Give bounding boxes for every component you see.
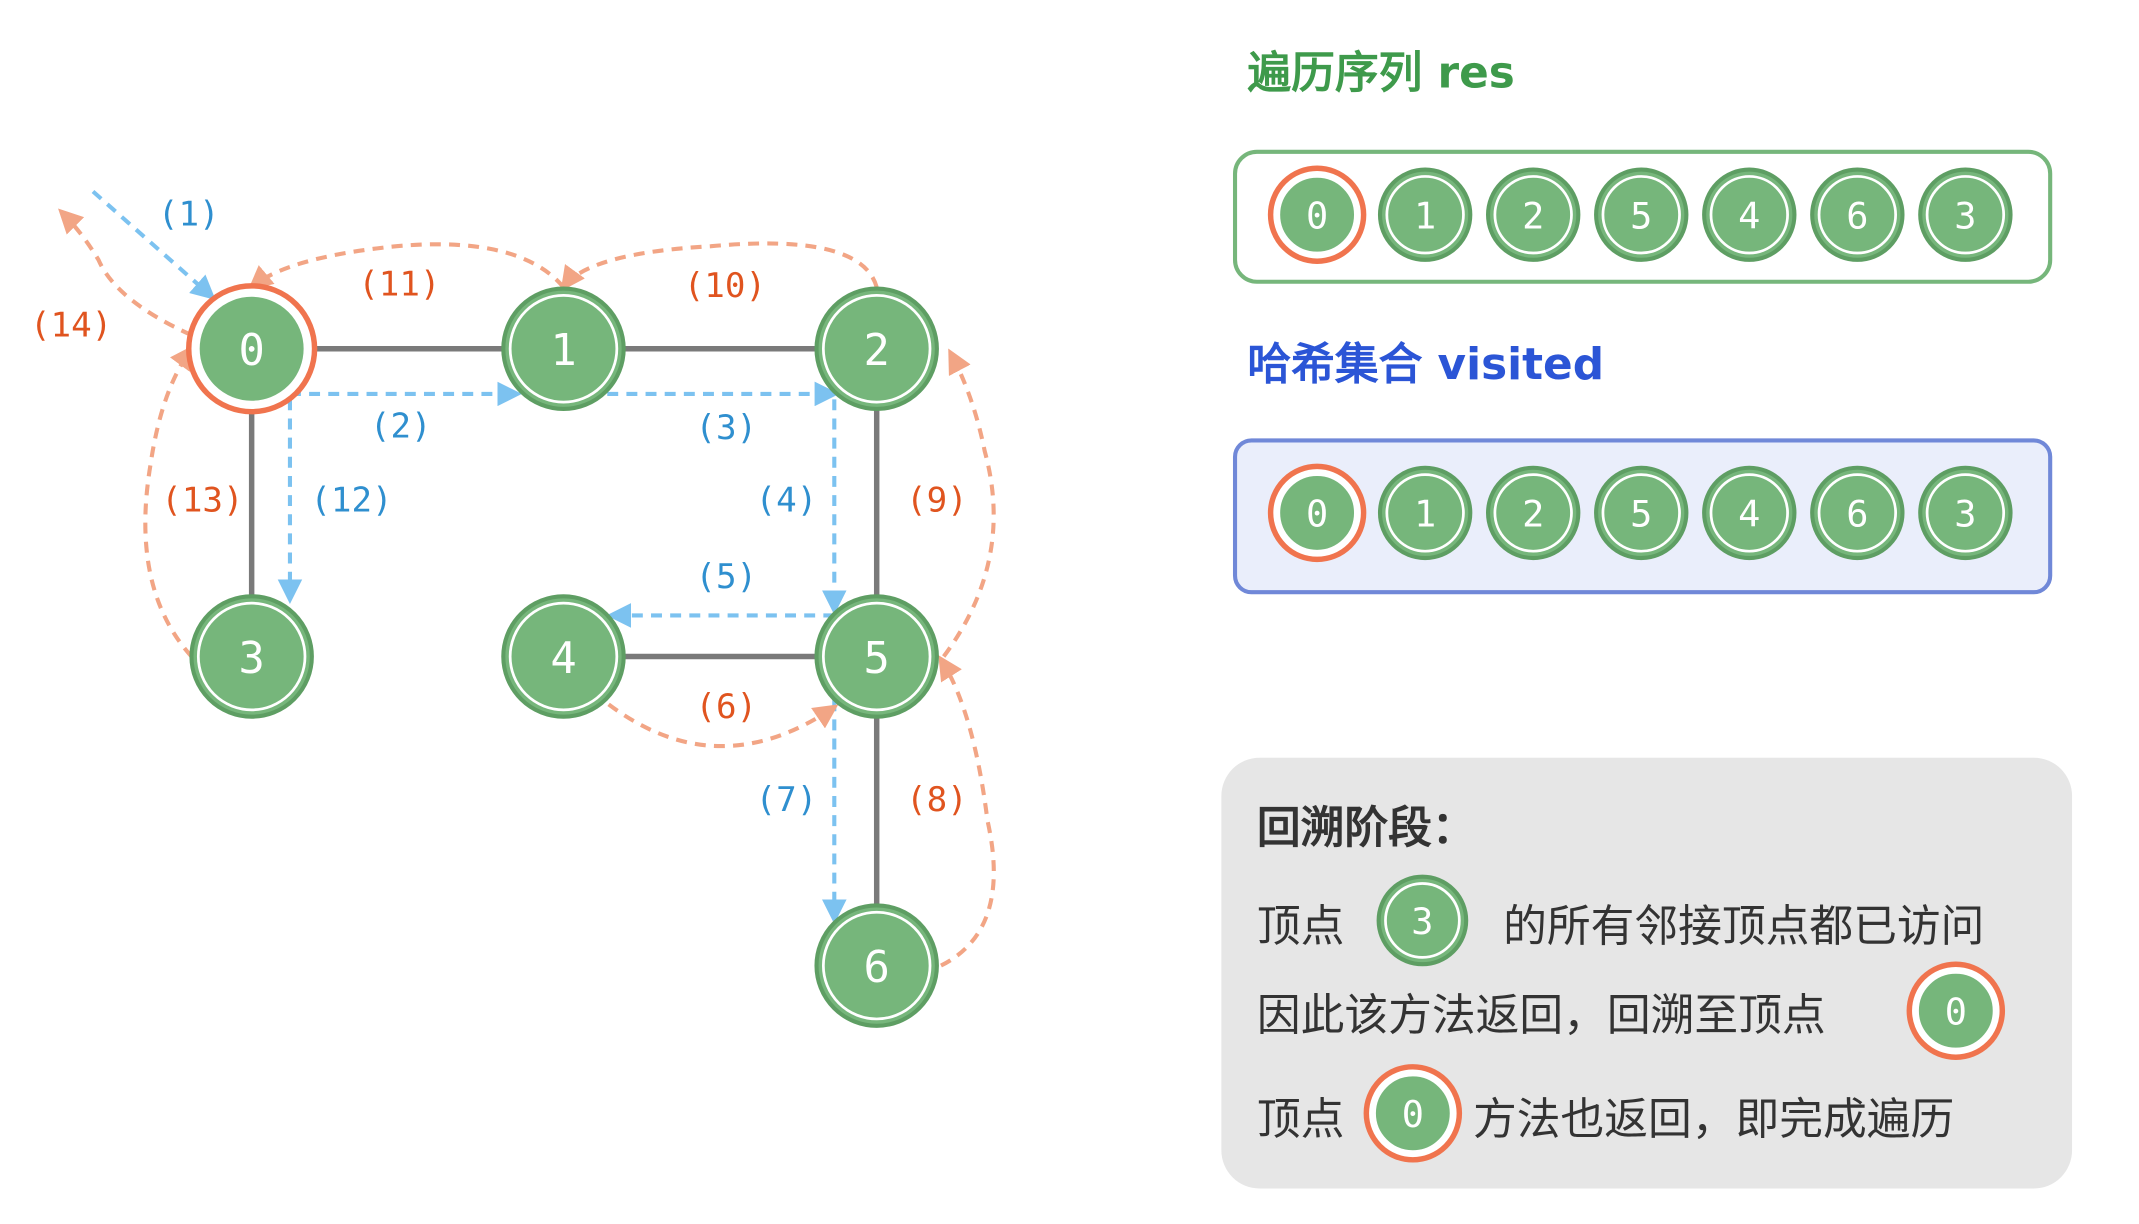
step-label-12: (12) bbox=[310, 481, 392, 521]
step-label-3: (3) bbox=[695, 408, 757, 448]
res-item-label: 5 bbox=[1630, 194, 1652, 237]
res-item-label: 2 bbox=[1522, 194, 1544, 237]
note-line3-node-label: 0 bbox=[1402, 1093, 1424, 1136]
step-label-8: (8) bbox=[906, 780, 968, 820]
graph-node-0: 0 bbox=[186, 283, 318, 415]
arrow-step-11 bbox=[247, 242, 566, 291]
visited-item: 6 bbox=[1810, 465, 1905, 561]
step-label-2: (2) bbox=[370, 407, 432, 447]
res-items: 0 1 2 5 4 6 3 bbox=[1267, 165, 2013, 264]
note-line2-node-label: 0 bbox=[1945, 990, 1967, 1033]
res-item: 1 bbox=[1377, 167, 1473, 262]
graph-node-6: 6 bbox=[814, 903, 939, 1028]
graph-node-3: 3 bbox=[189, 594, 314, 719]
visited-item-label: 6 bbox=[1846, 493, 1868, 536]
note-line1-prefix: 顶点 bbox=[1257, 901, 1345, 952]
visited-items: 0 1 2 5 4 6 3 bbox=[1267, 463, 2013, 563]
visited-item-label: 5 bbox=[1630, 493, 1652, 536]
note-line1-node: 3 bbox=[1376, 874, 1469, 967]
note-line3-suffix: 方法也返回，即完成遍历 bbox=[1473, 1094, 1954, 1145]
graph-node-1: 1 bbox=[501, 286, 626, 411]
res-item-label: 1 bbox=[1414, 194, 1436, 237]
visited-panel: 哈希集合 visited 0 1 2 5 4 6 3 bbox=[1232, 339, 2053, 595]
arrow-step-10 bbox=[560, 241, 879, 292]
step-label-10: (10) bbox=[684, 266, 766, 306]
arrow-step-6 bbox=[607, 702, 839, 749]
visited-item-label: 3 bbox=[1954, 493, 1976, 536]
step-label-7: (7) bbox=[756, 780, 818, 820]
res-item: 4 bbox=[1702, 167, 1797, 262]
graph-node-2-label: 2 bbox=[864, 325, 890, 376]
visited-item-label: 4 bbox=[1738, 493, 1760, 536]
note-line2-node: 0 bbox=[1906, 961, 2006, 1060]
note-line3-node: 0 bbox=[1363, 1064, 1463, 1163]
graph-node-1-label: 1 bbox=[550, 325, 576, 376]
note-line1-node-label: 3 bbox=[1411, 900, 1433, 943]
res-item-label: 6 bbox=[1846, 194, 1868, 237]
graph-node-2: 2 bbox=[814, 286, 939, 411]
note-line2-prefix: 因此该方法返回，回溯至顶点 bbox=[1257, 990, 1826, 1041]
step-label-14: (14) bbox=[30, 305, 112, 345]
res-item-label: 3 bbox=[1954, 194, 1976, 237]
graph-node-4: 4 bbox=[501, 594, 626, 719]
step-label-9: (9) bbox=[906, 481, 968, 521]
res-item: 2 bbox=[1486, 167, 1581, 262]
step-label-1: (1) bbox=[158, 195, 220, 235]
visited-item: 5 bbox=[1594, 465, 1689, 561]
step-label-4: (4) bbox=[756, 481, 818, 521]
forward-arrows bbox=[91, 189, 847, 925]
visited-item: 1 bbox=[1377, 465, 1473, 561]
res-item: 5 bbox=[1594, 167, 1689, 262]
step-label-13: (13) bbox=[161, 481, 243, 521]
res-title: 遍历序列 res bbox=[1247, 48, 1515, 99]
arrow-step-9 bbox=[942, 348, 996, 658]
visited-title: 哈希集合 visited bbox=[1247, 339, 1604, 390]
res-item-label: 0 bbox=[1306, 194, 1328, 237]
res-item: 3 bbox=[1918, 167, 2013, 262]
visited-item-label: 0 bbox=[1306, 493, 1328, 536]
backtrack-arrows bbox=[58, 208, 996, 968]
visited-item: 3 bbox=[1918, 465, 2013, 561]
graph-node-3-label: 3 bbox=[238, 633, 264, 684]
visited-item-label: 2 bbox=[1522, 493, 1544, 536]
graph-nodes: 0 1 2 3 4 5 6 bbox=[186, 283, 939, 1028]
res-item: 0 bbox=[1267, 165, 1367, 264]
graph-node-5-label: 5 bbox=[864, 633, 890, 684]
note-heading: 回溯阶段： bbox=[1257, 803, 1476, 854]
step-label-5: (5) bbox=[695, 557, 757, 597]
note-panel: 回溯阶段： 顶点 3 的所有邻接顶点都已访问 因此该方法返回，回溯至顶点 0 顶… bbox=[1221, 757, 2073, 1189]
visited-item: 2 bbox=[1486, 465, 1581, 561]
step-labels: (1) (2) (3) (4) (5) (6) (7) (8) (9) (10)… bbox=[30, 195, 968, 820]
arrow-step-8 bbox=[938, 655, 996, 968]
graph-node-4-label: 4 bbox=[550, 633, 576, 684]
graph-node-5: 5 bbox=[814, 594, 939, 719]
res-panel: 遍历序列 res 0 1 2 5 4 6 3 bbox=[1232, 48, 2053, 284]
graph-node-6-label: 6 bbox=[864, 942, 890, 993]
visited-item: 0 bbox=[1267, 463, 1367, 563]
step-label-6: (6) bbox=[695, 687, 757, 727]
visited-item-label: 1 bbox=[1414, 493, 1436, 536]
res-item-label: 4 bbox=[1738, 194, 1760, 237]
step-label-11: (11) bbox=[358, 264, 440, 304]
note-line1-suffix: 的所有邻接顶点都已访问 bbox=[1503, 901, 1984, 952]
arrow-step-13 bbox=[143, 344, 195, 658]
arrow-step-1 bbox=[91, 189, 216, 301]
graph-node-0-label: 0 bbox=[238, 325, 264, 376]
note-line3-prefix: 顶点 bbox=[1257, 1094, 1345, 1145]
arrow-step-14 bbox=[58, 208, 193, 337]
visited-item: 4 bbox=[1702, 465, 1797, 561]
res-item: 6 bbox=[1810, 167, 1905, 262]
